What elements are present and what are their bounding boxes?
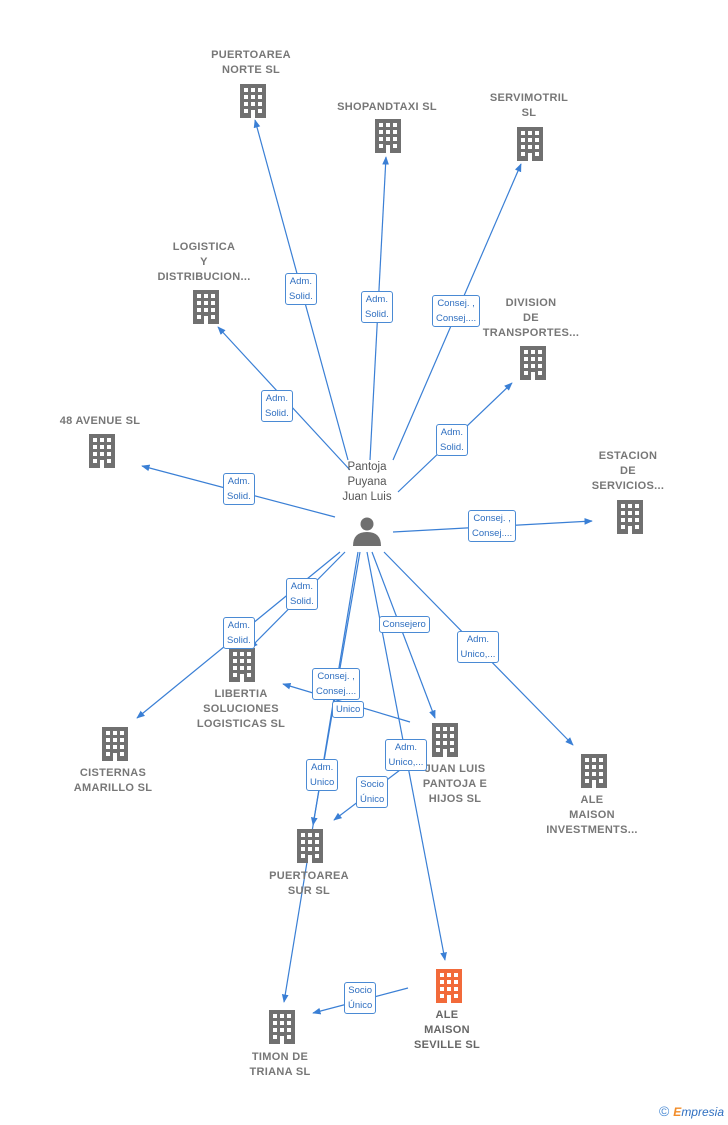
relation-label-logistica[interactable]: Adm. Solid. [261, 390, 293, 422]
company-label-ale-maison-seville[interactable]: ALE MAISON SEVILLE SL [414, 1009, 480, 1051]
edge-r-juan-luis [371, 551, 436, 719]
company-label-48-avenue[interactable]: 48 AVENUE SL [59, 415, 141, 427]
brand-name: mpresia [681, 1105, 724, 1119]
building-icon[interactable] [102, 727, 128, 761]
relation-label-juan-luis[interactable]: Consejero [378, 615, 430, 633]
relation-label-socio-timon[interactable]: Socio Único [344, 982, 377, 1014]
copyright: ©Empresia [659, 1103, 724, 1119]
relation-label-puertoarea-sur[interactable]: Adm. Unico [306, 759, 339, 791]
relation-label-cisternas[interactable]: Adm. Solid. [223, 617, 255, 649]
person-icon[interactable] [353, 517, 381, 547]
relation-label-libertia-c[interactable]: Unico [332, 700, 365, 718]
relation-label-servimotril[interactable]: Consej. , Consej.... [432, 295, 481, 327]
relation-label-estacion[interactable]: Consej. , Consej.... [468, 510, 517, 542]
company-label-division[interactable]: DIVISION DE TRANSPORTES... [482, 297, 580, 339]
copyright-icon: © [658, 1103, 670, 1119]
company-label-shopandtaxi[interactable]: SHOPANDTAXI SL [337, 101, 437, 113]
company-label-puertoarea-norte[interactable]: PUERTOAREA NORTE SL [211, 49, 291, 76]
building-icon[interactable] [297, 829, 323, 863]
company-label-logistica[interactable]: LOGISTICA Y DISTRIBUCION... [157, 241, 251, 283]
building-icon[interactable] [269, 1010, 295, 1044]
company-label-servimotril[interactable]: SERVIMOTRIL SL [489, 92, 569, 119]
relation-label-shopandtaxi[interactable]: Adm. Solid. [361, 291, 393, 323]
relation-label-seville[interactable]: Adm. Unico,... [384, 739, 428, 771]
relation-label-libertia-b[interactable]: Consej. , Consej.... [312, 668, 361, 700]
building-icon[interactable] [517, 127, 543, 161]
company-label-cisternas[interactable]: CISTERNAS AMARILLO SL [73, 767, 153, 794]
building-icon[interactable] [617, 500, 643, 534]
building-icon[interactable] [436, 969, 462, 1003]
company-label-ale-maison-inv[interactable]: ALE MAISON INVESTMENTS... [546, 794, 638, 836]
company-label-timon[interactable]: TIMON DE TRIANA SL [249, 1051, 311, 1078]
company-label-puertoarea-sur[interactable]: PUERTOAREA SUR SL [269, 870, 349, 897]
building-icon[interactable] [520, 346, 546, 380]
building-icon[interactable] [89, 434, 115, 468]
relation-label-division[interactable]: Adm. Solid. [436, 424, 468, 456]
building-icon[interactable] [240, 84, 266, 118]
relation-label-puertoarea-norte[interactable]: Adm. Solid. [285, 273, 317, 305]
building-icon[interactable] [581, 754, 607, 788]
relation-label-ale-inv[interactable]: Adm. Unico,... [456, 631, 500, 663]
building-icon[interactable] [193, 290, 219, 324]
relation-label-libertia-a[interactable]: Adm. Solid. [286, 578, 318, 610]
brand-initial: E [673, 1105, 682, 1119]
company-label-estacion[interactable]: ESTACION DE SERVICIOS... [591, 450, 665, 492]
relation-label-socio-sur[interactable]: Socio Único [356, 776, 389, 808]
relation-label-48-avenue[interactable]: Adm. Solid. [223, 473, 255, 505]
building-icon[interactable] [229, 648, 255, 682]
building-icon[interactable] [432, 723, 458, 757]
person-name[interactable]: Pantoja Puyana Juan Luis [342, 461, 392, 503]
company-label-juan-luis-pantoja[interactable]: JUAN LUIS PANTOJA E HIJOS SL [422, 763, 488, 805]
company-label-libertia[interactable]: LIBERTIA SOLUCIONES LOGISTICAS SL [196, 688, 286, 730]
building-icon[interactable] [375, 119, 401, 153]
